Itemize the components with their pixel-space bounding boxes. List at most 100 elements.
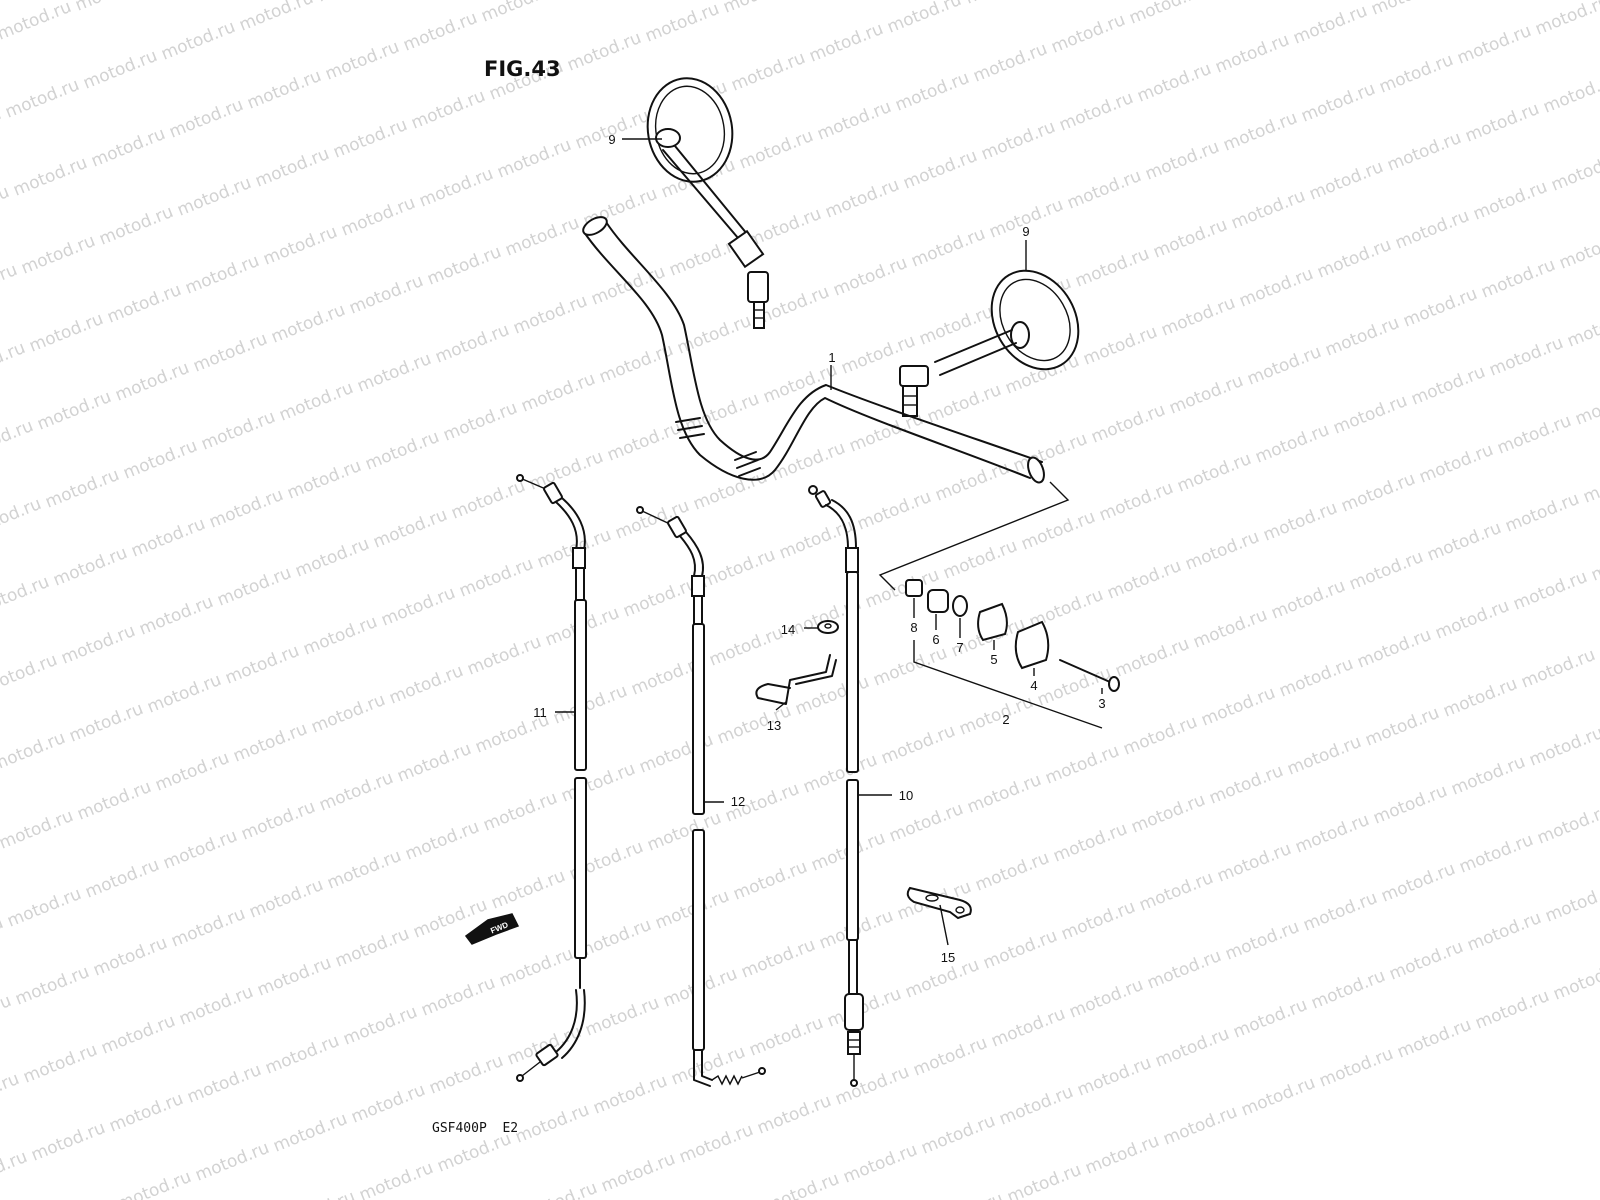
- watermark-text: motod.ru: [996, 1082, 1076, 1130]
- watermark-text: motod.ru: [402, 817, 482, 865]
- watermark-text: motod.ru: [604, 418, 684, 466]
- watermark-text: motod.ru: [254, 953, 334, 1001]
- watermark-text: motod.ru: [158, 17, 238, 65]
- watermark-text: motod.ru: [926, 1189, 1006, 1200]
- watermark-text: motod.ru: [1004, 1160, 1084, 1200]
- watermark-text: motod.ru: [440, 398, 520, 446]
- watermark-text: motod.ru: [854, 487, 934, 535]
- watermark-text: motod.ru: [66, 699, 146, 747]
- watermark-text: motod.ru: [1400, 284, 1480, 332]
- watermark-text: motod.ru: [198, 407, 278, 455]
- watermark-text: motod.ru: [1392, 206, 1472, 254]
- watermark-text: motod.ru: [494, 135, 574, 183]
- watermark-text: motod.ru: [800, 750, 880, 798]
- watermark-text: motod.ru: [1378, 859, 1458, 907]
- watermark-text: motod.ru: [1416, 440, 1496, 488]
- watermark-text: motod.ru: [106, 1089, 186, 1137]
- watermark-text: motod.ru: [478, 0, 558, 27]
- watermark-text: motod.ru: [1532, 0, 1600, 40]
- watermark-text: motod.ru: [1308, 966, 1388, 1014]
- watermark-text: motod.ru: [244, 66, 324, 114]
- watermark-text: motod.ru: [1338, 469, 1418, 517]
- cable-bracket-15: [906, 886, 972, 920]
- watermark-text: motod.ru: [0, 650, 60, 698]
- watermark-text: motod.ru: [1244, 342, 1324, 390]
- watermark-text: motod.ru: [176, 982, 256, 1030]
- watermark-text: motod.ru: [1064, 166, 1144, 214]
- watermark-text: motod.ru: [832, 1062, 912, 1110]
- watermark-text: motod.ru: [0, 1069, 22, 1117]
- watermark-text: motod.ru: [598, 1149, 678, 1197]
- callout-10: 10: [899, 788, 913, 803]
- watermark-text: motod.ru: [230, 719, 310, 767]
- watermark-text: motod.ru: [26, 309, 106, 357]
- watermark-text: motod.ru: [1074, 1053, 1154, 1101]
- watermark-text: motod.ru: [918, 1111, 998, 1159]
- watermark-text: motod.ru: [754, 1091, 834, 1139]
- watermark-text: motod.ru: [300, 612, 380, 660]
- callout-15: 15: [941, 950, 955, 965]
- watermark-text: motod.ru: [268, 300, 348, 348]
- watermark-text: motod.ru: [1448, 752, 1528, 800]
- watermark-text: motod.ru: [12, 962, 92, 1010]
- watermark-text: motod.ru: [4, 884, 84, 932]
- watermark-text: motod.ru: [72, 0, 152, 16]
- watermark-text: motod.ru: [738, 935, 818, 983]
- watermark-text: motod.ru: [682, 389, 762, 437]
- watermark-text: motod.ru: [330, 115, 410, 163]
- watermark-text: motod.ru: [1472, 986, 1552, 1034]
- watermark-text: motod.ru: [1510, 567, 1590, 615]
- watermark-text: motod.ru: [166, 95, 246, 143]
- watermark-text: motod.ru: [706, 623, 786, 671]
- watermark-text: motod.ru: [174, 173, 254, 221]
- watermark-text: motod.ru: [668, 1042, 748, 1090]
- watermark-text: motod.ru: [1150, 215, 1230, 263]
- watermark-text: motod.ru: [332, 924, 412, 972]
- watermark-text: motod.ru: [730, 857, 810, 905]
- watermark-text: motod.ru: [1228, 186, 1308, 234]
- watermark-text: motod.ru: [1486, 333, 1566, 381]
- watermark-text: motod.ru: [1526, 723, 1600, 771]
- watermark-text: motod.ru: [1174, 449, 1254, 497]
- watermark-text: motod.ru: [1424, 518, 1504, 566]
- leader-lines: [555, 138, 1103, 946]
- watermark-text: motod.ru: [1236, 264, 1316, 312]
- watermark-text: motod.ru: [394, 739, 474, 787]
- watermark-text: motod.ru: [136, 592, 216, 640]
- watermark-text: motod.ru: [1160, 1102, 1240, 1150]
- watermark-text: motod.ru: [386, 661, 466, 709]
- watermark-text: motod.ru: [408, 86, 488, 134]
- watermark-text: motod.ru: [1134, 59, 1214, 107]
- watermark-text: motod.ru: [814, 97, 894, 145]
- watermark-text: motod.ru: [1238, 1073, 1318, 1121]
- watermark-text: motod.ru: [1166, 371, 1246, 419]
- watermark-text: motod.ru: [1126, 0, 1206, 29]
- watermark-text: motod.ru: [346, 271, 426, 319]
- watermark-text: motod.ru: [292, 534, 372, 582]
- watermark-text: motod.ru: [840, 1140, 920, 1188]
- watermark-text: motod.ru: [698, 545, 778, 593]
- watermark-text: motod.ru: [0, 104, 4, 152]
- watermark-text: motod.ru: [1542, 879, 1600, 927]
- watermark-text: motod.ru: [1144, 946, 1224, 994]
- watermark-text: motod.ru: [762, 1169, 842, 1200]
- part-6-spacer: [927, 589, 949, 613]
- watermark-text: motod.ru: [714, 701, 794, 749]
- watermark-text: motod.ru: [1368, 0, 1448, 20]
- watermark-text: motod.ru: [426, 1051, 506, 1099]
- watermark-text: motod.ru: [1158, 293, 1238, 341]
- callout-5: 5: [990, 652, 997, 667]
- grommet-14: [817, 620, 839, 634]
- watermark-text: motod.ru: [1314, 235, 1394, 283]
- watermark-text: motod.ru: [28, 1118, 108, 1166]
- watermark-text: motod.ru: [1268, 576, 1348, 624]
- watermark-text: motod.ru: [830, 253, 910, 301]
- watermark-text: motod.ru: [582, 993, 662, 1041]
- watermark-text: motod.ru: [58, 621, 138, 669]
- watermark-text: motod.ru: [1330, 391, 1410, 439]
- watermark-text: motod.ru: [418, 973, 498, 1021]
- cable-12: [636, 506, 766, 1087]
- watermark-text: motod.ru: [270, 1109, 350, 1157]
- watermark-text: motod.ru: [1384, 128, 1464, 176]
- watermark-text: motod.ru: [526, 447, 606, 495]
